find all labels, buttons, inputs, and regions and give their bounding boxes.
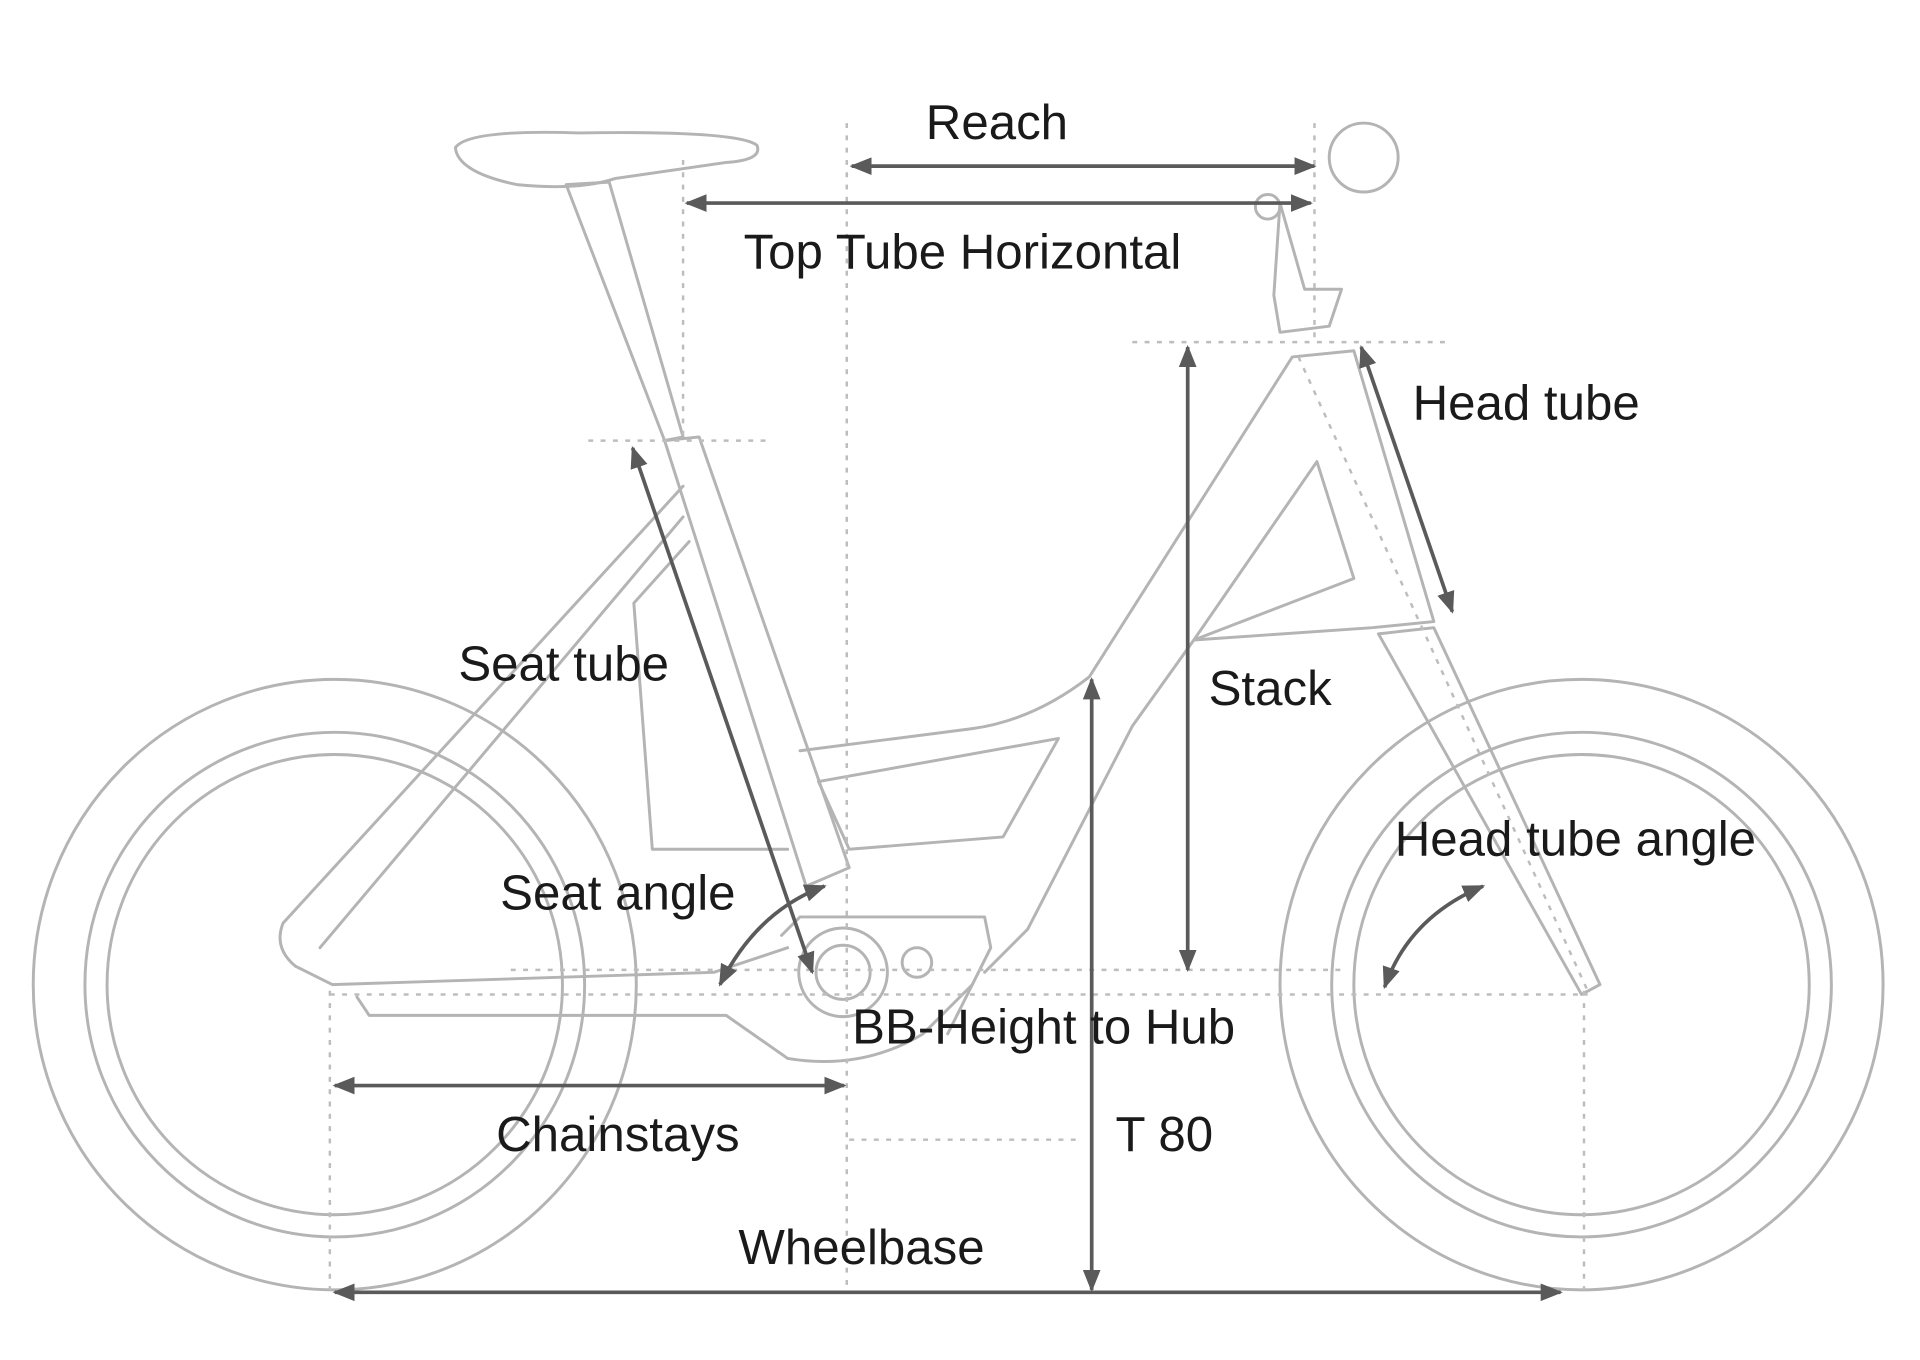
reach-label: Reach [926, 95, 1068, 150]
t80-label: T 80 [1116, 1107, 1214, 1162]
seat-angle-arc [718, 884, 827, 987]
stack-label: Stack [1209, 661, 1332, 716]
wheelbase-label: Wheelbase [738, 1220, 984, 1275]
bb-height-to-hub-label: BB-Height to Hub [852, 1000, 1235, 1055]
head-tube-arrow [1359, 344, 1455, 614]
head-tube-angle-arc [1382, 884, 1486, 990]
head-tube-label: Head tube [1413, 376, 1640, 431]
seat-angle-label: Seat angle [500, 866, 735, 921]
seat-tube-label: Seat tube [458, 637, 669, 692]
chainstays-label: Chainstays [496, 1107, 739, 1162]
head-tube-angle-label: Head tube angle [1395, 811, 1756, 866]
top-tube-horizontal-label: Top Tube Horizontal [744, 224, 1182, 279]
dimension-arrows [332, 157, 1563, 1302]
front-wheel [1278, 677, 1885, 1292]
